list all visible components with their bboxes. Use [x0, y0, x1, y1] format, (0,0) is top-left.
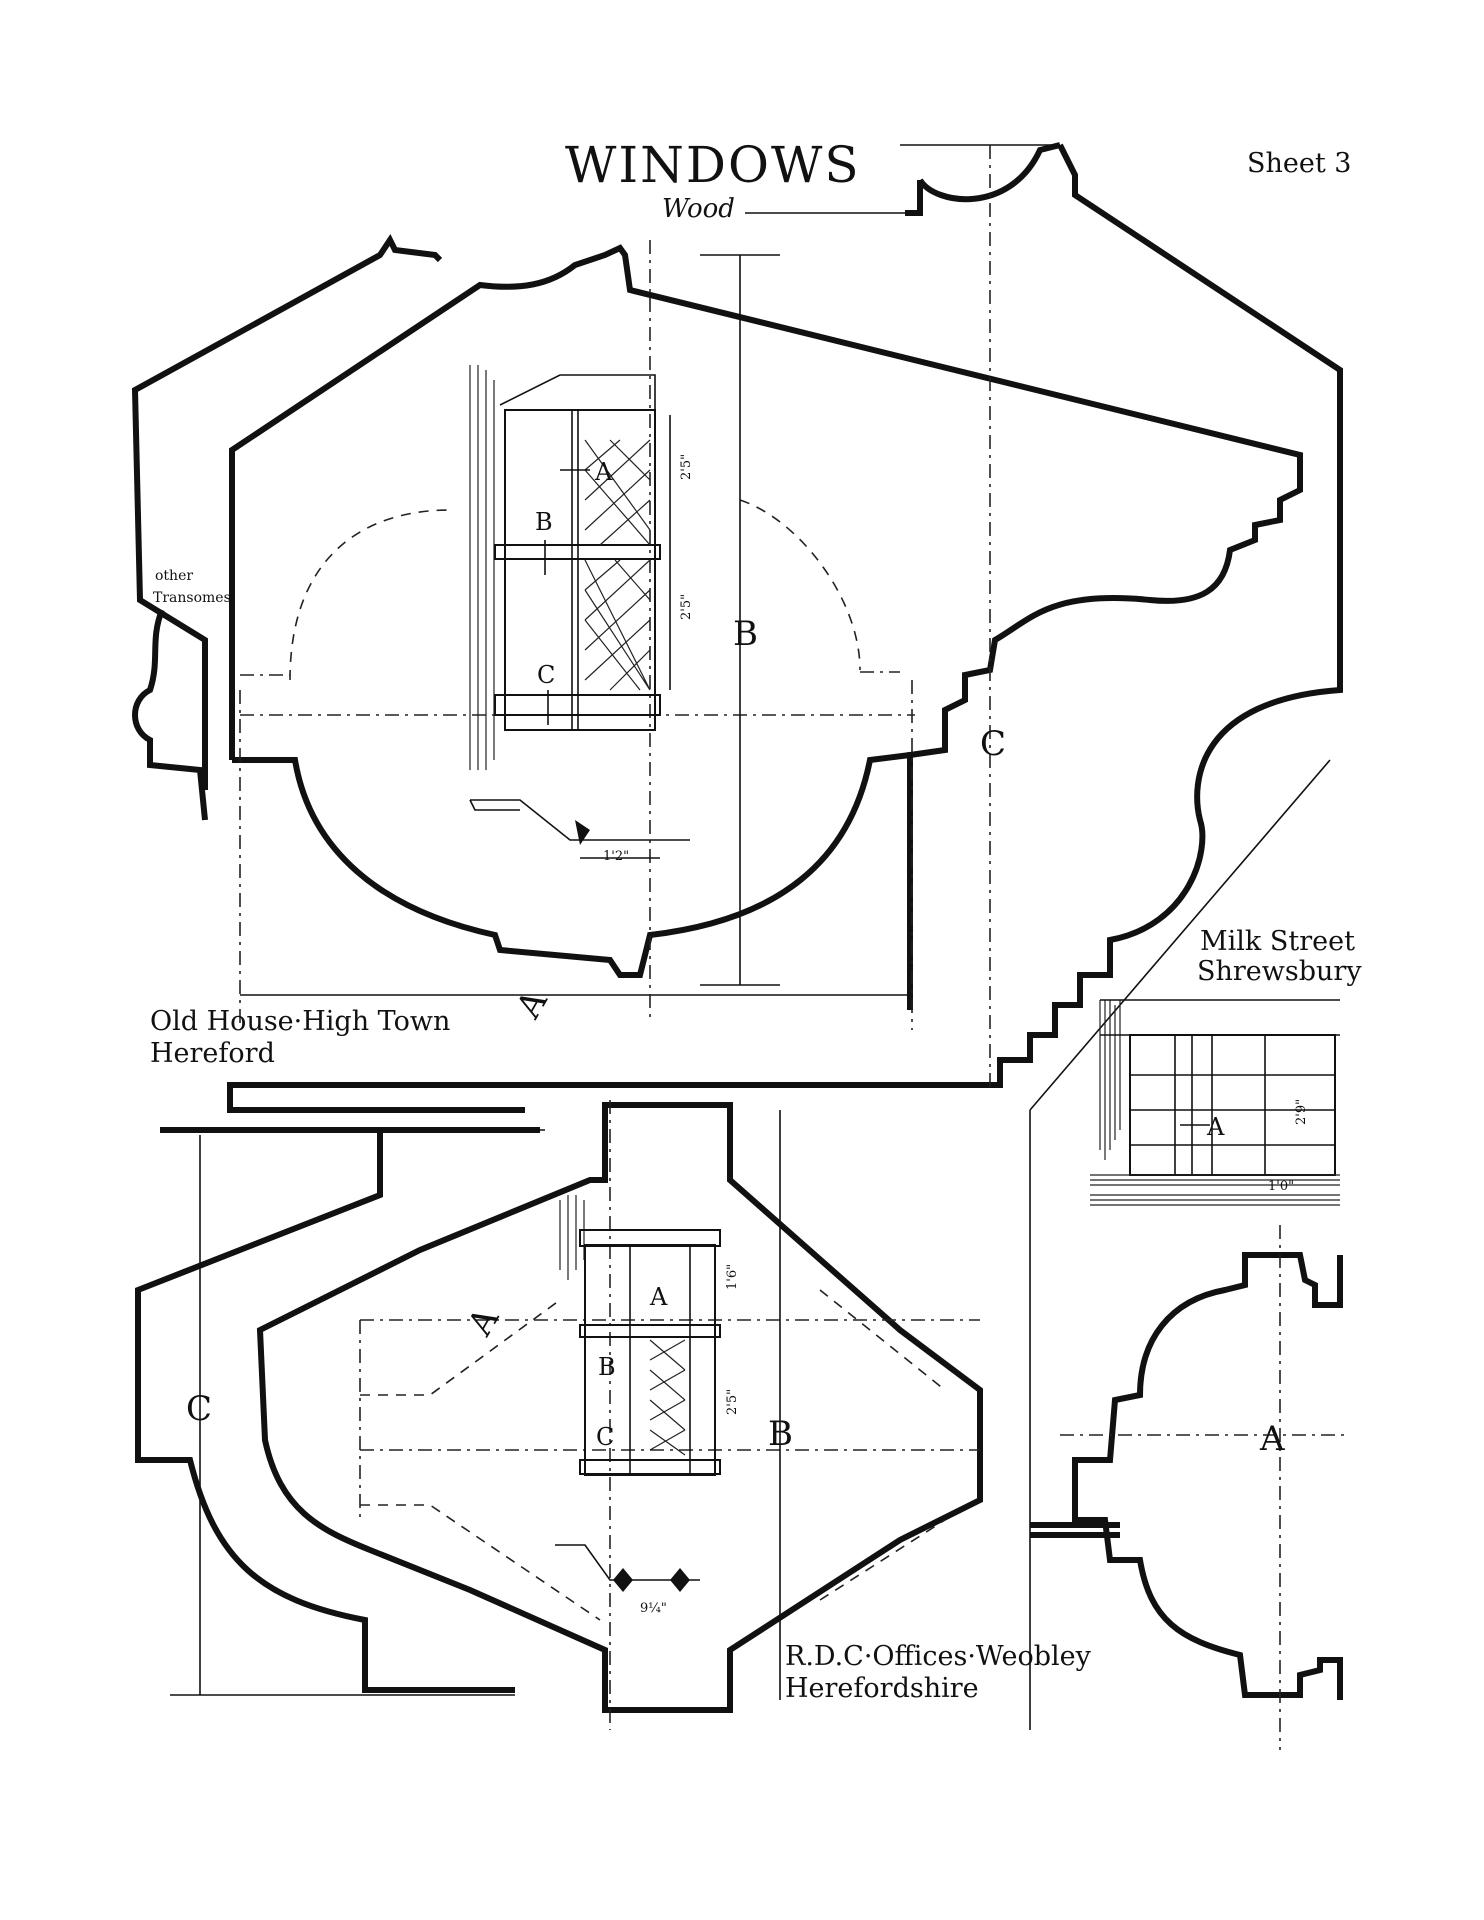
section-3-sill	[1030, 1522, 1120, 1538]
window-head	[499, 374, 656, 410]
window-frame	[504, 409, 656, 731]
section-2-label-c: C	[186, 1389, 212, 1429]
section-2-octagon	[256, 1102, 983, 1713]
wall-hatch-2	[559, 1195, 585, 1280]
caption-3-line-2: Shrewsbury	[1197, 956, 1362, 987]
section-2-outer-profile	[135, 1127, 515, 1693]
caption-2-line-1: R.D.C·Offices·Weobley	[785, 1641, 1092, 1672]
transome-profile	[132, 608, 208, 821]
dim-width-2: 9¼"	[640, 1601, 667, 1616]
section-2-label-b: B	[768, 1414, 793, 1454]
section-1-stepped-profile	[227, 143, 1343, 1113]
section-1-mullion-profile	[229, 244, 1303, 1010]
leaded-glazing-upper	[584, 439, 651, 546]
section-1-lower-profile	[232, 752, 911, 978]
dim-lower-light-2: 2'5"	[725, 1389, 740, 1415]
plan-sill	[469, 799, 690, 841]
plan-sill-2	[555, 1544, 700, 1581]
dim-width: 1'2"	[603, 849, 629, 864]
sill	[494, 694, 661, 716]
sheet-title: WINDOWS	[565, 136, 861, 194]
transom	[494, 544, 661, 560]
note-line-2: Transomes	[153, 590, 231, 606]
sheet-number: Sheet 3	[1247, 148, 1351, 179]
sill-2	[579, 1459, 721, 1475]
sill-hatch-3	[1090, 1174, 1340, 1206]
section-1-label-a: A	[508, 983, 556, 1026]
diagonal-divider	[1029, 759, 1331, 1111]
leaded-glazing-lower	[584, 559, 651, 691]
caption-1-line-2: Hereford	[150, 1038, 275, 1069]
caption-3-line-1: Milk Street	[1200, 926, 1355, 957]
example-rdc-offices-weobley: C B A A B C 1'6" 2'5" 9¼" R.D.C·Offices·…	[135, 1100, 1092, 1730]
elevation-2-label-a: A	[649, 1283, 668, 1311]
section-1-inner-arch	[289, 499, 861, 681]
section-1-label-c: C	[980, 724, 1006, 764]
mullion-plan-mark-2a	[613, 1568, 633, 1592]
leaded-glazing-2	[649, 1339, 686, 1456]
example-milk-street-shrewsbury: Milk Street Shrewsbury A 2'9" 1'0" A	[1029, 759, 1362, 1750]
elevation-2: A B C 1'6" 2'5" 9¼"	[555, 1195, 740, 1616]
window-head-2	[579, 1229, 721, 1247]
mullion-plan-mark-2b	[670, 1568, 690, 1592]
section-1-outer-profile	[131, 234, 443, 790]
elevation-2-label-c: C	[596, 1423, 614, 1451]
dim-upper-light-2: 1'6"	[725, 1264, 740, 1290]
caption-1-line-1: Old House·High Town	[150, 1006, 450, 1037]
elevation-3: A 2'9" 1'0"	[1090, 999, 1340, 1206]
dim-lower-light: 2'5"	[679, 594, 694, 620]
section-2-label-a: A	[460, 1301, 508, 1344]
section-3-profile	[1072, 1252, 1343, 1700]
mullion-plan-mark	[575, 820, 590, 845]
elevation-2-label-b: B	[598, 1353, 616, 1381]
section-3-label-a: A	[1259, 1419, 1285, 1459]
dim-upper-light: 2'5"	[679, 454, 694, 480]
dim-width-3: 1'0"	[1268, 1179, 1294, 1194]
transom-2	[579, 1324, 721, 1338]
elevation-3-label-a: A	[1206, 1113, 1225, 1141]
section-1-cusp-top	[917, 142, 1061, 203]
wall-hatch	[469, 365, 495, 770]
elevation-1-label-b: B	[535, 508, 553, 536]
caption-2-line-2: Herefordshire	[785, 1673, 979, 1704]
section-1-label-b: B	[733, 614, 758, 654]
elevation-1: A B C 2'5" 2'5" 1'2"	[469, 365, 694, 864]
section-1-cusp-top-left	[905, 180, 923, 216]
wall-hatch-3	[1099, 1000, 1121, 1160]
note-line-1: other	[155, 568, 193, 584]
example-old-house-hereford: B C A other Transomes A B C 2'5" 2'5"	[131, 142, 1343, 1113]
elevation-1-label-c: C	[537, 661, 555, 689]
elevation-1-label-a: A	[594, 458, 613, 486]
dim-height-3: 2'9"	[1294, 1099, 1309, 1125]
sheet-subtitle: Wood	[662, 194, 735, 224]
